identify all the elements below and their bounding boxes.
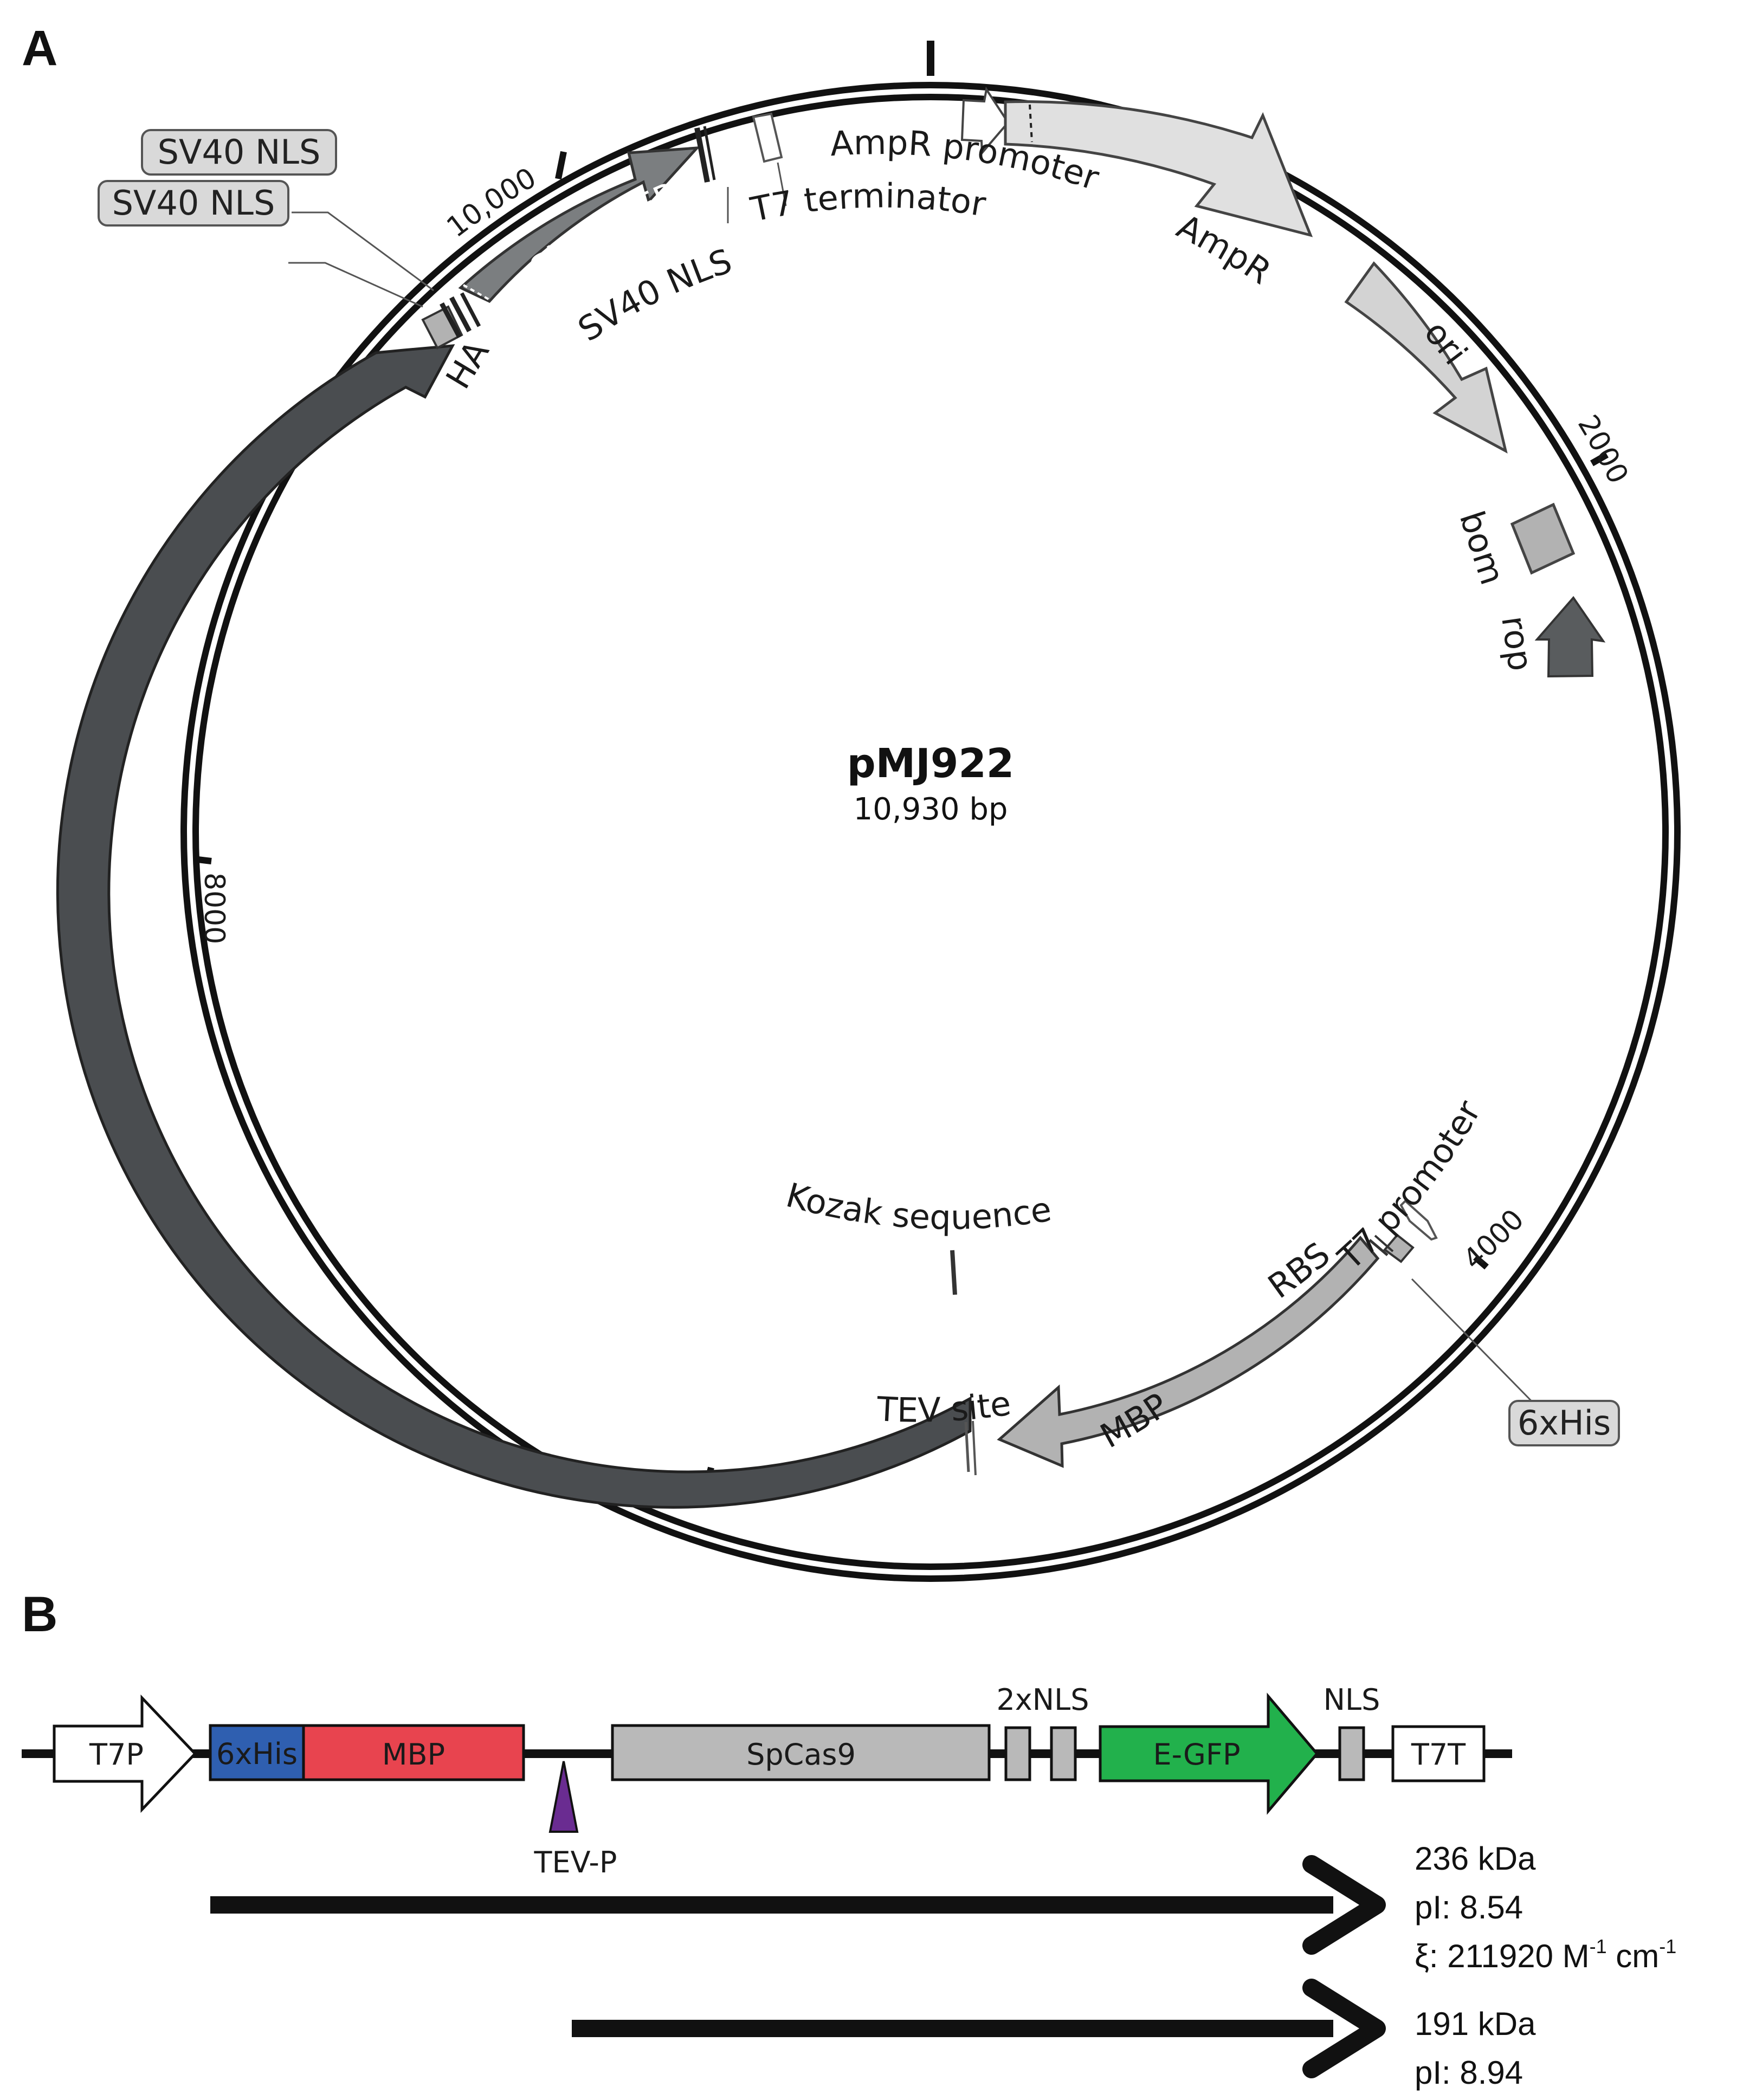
construct-tev: TEV-P [534,1761,617,1879]
construct-t7p: T7P [53,1694,197,1813]
t7-promoter-shape [1399,1199,1438,1241]
construct-spcas9: SpCas9 [611,1724,991,1781]
product-arrow-1 [210,1855,1386,1955]
tick-2000-label: 2000 [1571,410,1635,489]
plasmid-name: pMJ922 [847,740,1015,787]
construct-mbp: MBP [302,1724,525,1781]
ampr-arrow [1004,100,1313,237]
ampr-feature [1004,100,1313,237]
tev-site-label: TEV site [875,1383,1013,1430]
rop-arrow [1534,596,1606,678]
kozak-mark [950,1250,957,1295]
ha-nls-cluster [421,292,481,350]
product-2-pi: pI: 8.94 [1415,2054,1523,2091]
construct-nls: NLS [1324,1683,1380,1781]
product-2-mass: 191 kDa [1415,2006,1536,2042]
rop-label: rop [1494,613,1540,674]
ampr-promoter-arrow [960,86,1010,156]
product-1-pi: pI: 8.54 [1415,1889,1523,1925]
panel-b-letter: B [22,1587,57,1642]
t7-terminator-shape [752,112,783,163]
siriusgfp-feature [458,146,701,303]
bom-label: bom [1452,506,1513,590]
sv40-nls-box-2: SV40 NLS [98,180,289,227]
construct-t7t-label: T7T [1411,1737,1466,1772]
plasmid-ticks [197,151,1609,1495]
tick-8000-label: 8000 [198,873,230,944]
tick-4000-label: 4000 [1457,1203,1531,1276]
product-1-mass: 236 kDa [1415,1840,1536,1877]
ori-arrow [1344,261,1508,454]
panel-a-letter: A [22,21,57,76]
construct-nls2x: 2xNLS [996,1683,1089,1781]
construct-tev-label: TEV-P [534,1845,617,1879]
t7-terminator-label: T7 terminator [747,176,989,229]
mbp-feature [997,1236,1380,1468]
his-rbs-segments [1368,1233,1415,1263]
mbp-arrow [997,1236,1380,1468]
cas9-feature [56,344,972,1509]
plasmid-size: 10,930 bp [854,792,1008,827]
tev-site-marks [964,1420,977,1476]
construct-t7t: T7T [1391,1725,1486,1782]
construct-spcas9-label: SpCas9 [746,1737,856,1772]
construct-mbp-label: MBP [382,1737,445,1772]
construct-egfp-label: E-GFP [1153,1737,1240,1772]
sv40-nls-box-2-text: SV40 NLS [112,183,275,223]
sv40-nls-mark [694,126,716,183]
ori-feature [1344,261,1508,454]
cas9-arrow [56,344,972,1509]
sv40-nls-box-1: SV40 NLS [141,129,337,176]
cas9-label: Cas9 [305,988,375,1078]
sv40-nls-inner-label: SV40 NLS [571,241,737,350]
kozak-label: Kozak sequence [782,1175,1054,1237]
construct-his6-label: 6xHis [216,1737,298,1771]
construct-nls2x-label: 2xNLS [996,1683,1089,1717]
product-arrow-2 [572,1979,1386,2078]
product-1-extinction: ξ: 211920 M-1 cm-1 [1415,1935,1676,1974]
his6-box: 6xHis [1508,1400,1620,1446]
his6-box-text: 6xHis [1518,1403,1611,1443]
construct-his6: 6xHis [209,1724,305,1781]
siriusgfp-arrow [458,146,701,303]
construct-nls-label: NLS [1324,1683,1380,1717]
plasmid-backbone [180,41,1681,1582]
sv40-nls-box-1-text: SV40 NLS [158,132,321,172]
leader-lines [288,162,1546,1416]
construct-t7p-label: T7P [89,1737,144,1772]
bom-box [1510,502,1576,575]
construct-egfp: E-GFP [1099,1692,1319,1815]
